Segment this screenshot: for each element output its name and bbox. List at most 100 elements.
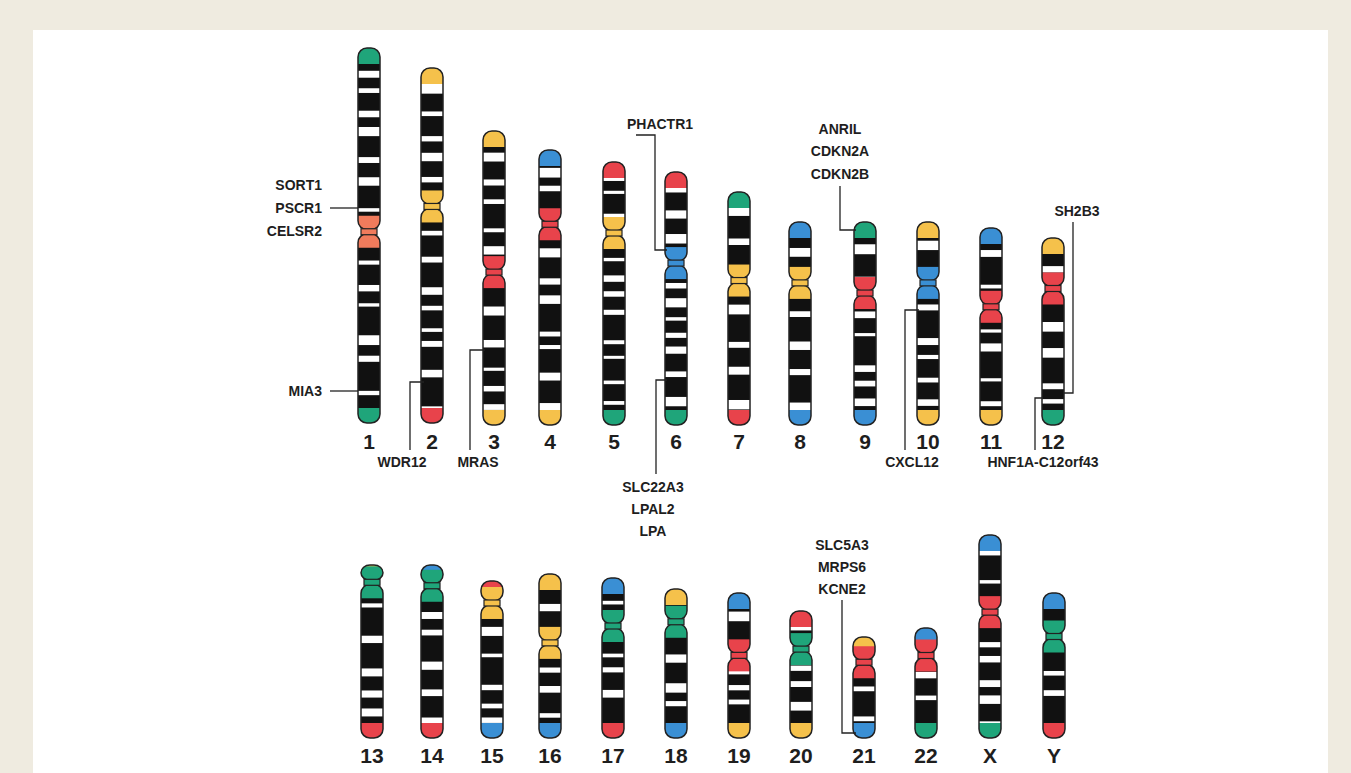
chromosome-arm: [854, 222, 876, 291]
leader-line: [656, 380, 667, 474]
chromosome-arm: [539, 226, 561, 425]
centromere: [857, 290, 873, 296]
chromosome-outline: [539, 574, 561, 641]
chromosome-outline: [539, 150, 561, 222]
chromosome-outline: [665, 265, 687, 425]
chromosome-arm: [917, 285, 939, 425]
leader-line: [840, 186, 856, 230]
chromosome-outline: [483, 274, 505, 425]
chromosome-outline: [790, 651, 812, 738]
chromosome-outline: [980, 228, 1002, 305]
centromere: [606, 230, 622, 236]
chromosome-arm: [790, 611, 812, 647]
chromosome-number: 9: [859, 431, 871, 452]
chromosome-outline: [915, 628, 937, 654]
chromosome-number: 19: [727, 745, 750, 766]
chromosome-arm: [358, 234, 380, 423]
centromere: [484, 600, 500, 606]
chromosome-arm: [483, 274, 505, 425]
chromosome-outline: [789, 222, 811, 281]
centromere: [856, 659, 872, 665]
centromere: [424, 203, 440, 209]
chromosome-number: 11: [980, 431, 1002, 452]
leader-line: [410, 382, 424, 450]
centromere: [792, 280, 808, 286]
chromosome-outline: [728, 283, 750, 425]
chromosome-number: 5: [608, 431, 620, 452]
chromosome-number: 10: [916, 431, 939, 452]
chromosome-number: 7: [733, 431, 745, 452]
gene-label: WDR12: [377, 455, 426, 469]
chromosome-outline: [789, 285, 811, 425]
chromosome-outline: [602, 628, 624, 738]
chromosome-arm: [1043, 639, 1065, 739]
chromosome-number: 1: [363, 431, 375, 452]
centromere: [424, 583, 440, 589]
gene-label: LPA: [640, 524, 667, 538]
chromosome-arm: [917, 222, 939, 281]
chromosome-outline: [481, 581, 503, 601]
chromosome-arm: [789, 285, 811, 425]
chromosome-arm: [980, 309, 1002, 425]
chromosome-outline: [665, 589, 687, 620]
chromosome-arm: [602, 578, 624, 624]
chromosome-outline: [539, 645, 561, 738]
gene-label: HNF1A-C12orf43: [987, 455, 1098, 469]
chromosome-arm: [1042, 238, 1064, 286]
chromosome-arm: [728, 283, 750, 425]
chromosome-number: 6: [670, 431, 682, 452]
centromere: [731, 652, 747, 658]
chromosome-number: 20: [789, 745, 812, 766]
chromosomes: [358, 48, 1065, 738]
centromere: [918, 653, 934, 659]
chromosome-number: X: [983, 745, 997, 766]
chromosome-outline: [1043, 639, 1065, 739]
centromere: [1045, 285, 1061, 291]
chromosome-number: 13: [360, 745, 383, 766]
chromosome-arm: [1042, 290, 1064, 425]
chromosome-outline: [421, 68, 443, 204]
chromosome-outline: [361, 565, 383, 580]
chromosome-arm: [789, 222, 811, 281]
chromosome-arm: [665, 172, 687, 261]
chromosome-outline: [917, 285, 939, 425]
chromosome-outline: [1043, 593, 1065, 635]
chromosome-arm: [1043, 593, 1065, 635]
chromosome-outline: [917, 222, 939, 281]
chromosome-outline: [665, 172, 687, 261]
gene-label: MRPS6: [818, 560, 866, 574]
centromere: [1046, 634, 1062, 640]
centromere: [364, 579, 380, 585]
chromosome-outline: [854, 222, 876, 291]
chromosome-arm: [665, 589, 687, 620]
chromosome-arm: [481, 581, 503, 601]
chromosome-arm: [665, 265, 687, 425]
chromosome-arm: [603, 235, 625, 425]
chromosome-outline: [421, 565, 443, 584]
chromosome-outline: [728, 192, 750, 279]
centromere: [542, 640, 558, 646]
chromosome-number: 16: [538, 745, 561, 766]
chromosome-arm: [421, 588, 443, 738]
gene-label: CXCL12: [885, 455, 939, 469]
chromosome-number: 2: [426, 431, 438, 452]
leader-line: [905, 310, 919, 450]
leader-line: [636, 135, 667, 250]
centromere: [920, 280, 936, 286]
chromosome-outline: [481, 605, 503, 738]
centromere: [982, 609, 998, 615]
chromosome-number: 17: [601, 745, 624, 766]
gene-label: KCNE2: [818, 582, 865, 596]
chromosome-arm: [483, 131, 505, 270]
gene-label: CDKN2A: [811, 144, 869, 158]
chromosome-outline: [915, 658, 937, 739]
gene-label: SLC22A3: [622, 480, 683, 494]
chromosome-outline: [1042, 290, 1064, 425]
leader-line: [842, 600, 856, 733]
chromosome-outline: [603, 162, 625, 231]
centromere: [668, 619, 684, 625]
chromosome-outline: [853, 664, 875, 738]
chromosome-number: 14: [420, 745, 443, 766]
gene-label: CDKN2B: [811, 167, 869, 181]
